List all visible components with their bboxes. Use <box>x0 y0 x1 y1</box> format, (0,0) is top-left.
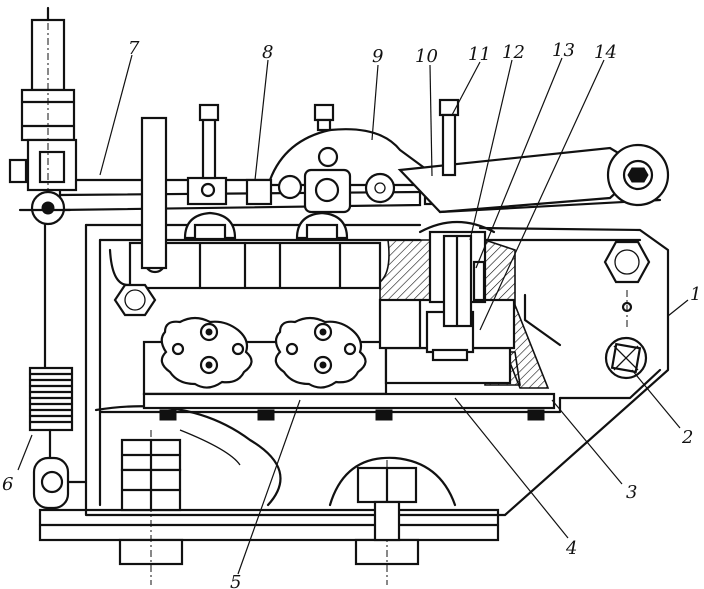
callout-4: 4 <box>565 538 577 559</box>
square-nut <box>604 336 648 380</box>
callout-6: 6 <box>2 474 13 495</box>
foot-nut-left <box>120 438 182 512</box>
callout-2: 2 <box>681 427 693 448</box>
vertical-rod <box>140 116 168 270</box>
callout-14: 14 <box>594 42 617 63</box>
callout-12: 12 <box>502 42 525 63</box>
long-arm <box>397 143 670 214</box>
callout-5: 5 <box>230 572 241 589</box>
callout-9: 9 <box>372 46 383 67</box>
clamp-plate-left <box>160 316 253 389</box>
foot-nut-right <box>356 466 418 542</box>
clamp-heads <box>183 211 349 241</box>
clamp-plate-right <box>274 316 367 389</box>
callout-8: 8 <box>262 42 273 63</box>
callout-7: 7 <box>128 38 140 59</box>
leader-lines <box>17 54 689 575</box>
callout-13: 13 <box>552 40 575 61</box>
return-spring <box>28 223 88 510</box>
callout-1: 1 <box>690 284 701 305</box>
left-actuator <box>8 6 78 226</box>
callouts: 1 2 3 4 5 6 7 8 9 10 11 12 13 14 <box>2 38 701 589</box>
callout-11: 11 <box>468 44 491 65</box>
hex-nut-left <box>113 283 157 317</box>
hex-nut-right <box>603 240 651 284</box>
callout-3: 3 <box>626 482 637 503</box>
base-bolts <box>159 409 545 421</box>
callout-10: 10 <box>415 46 438 67</box>
